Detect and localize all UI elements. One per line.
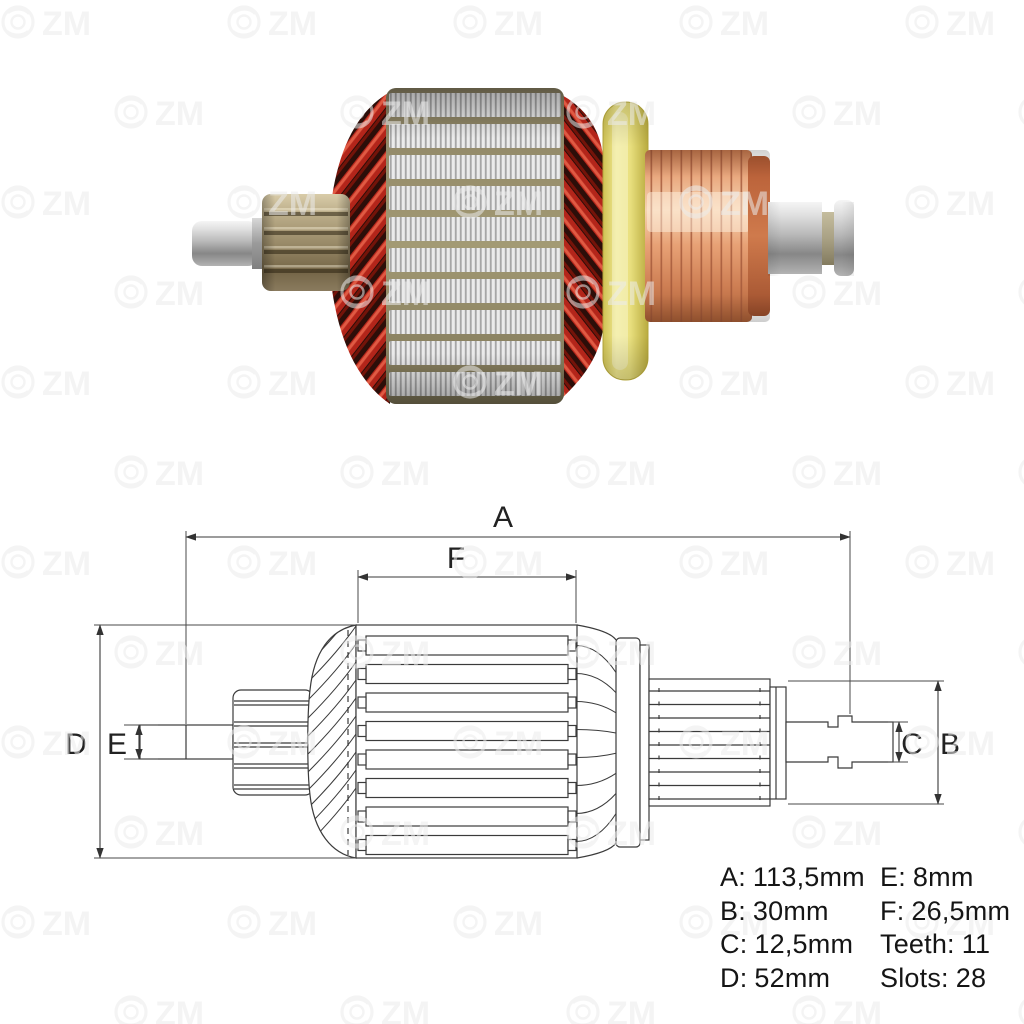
armature-photo — [192, 88, 854, 404]
spec-row-f: F:26,5mm — [880, 895, 1010, 929]
spec-label: E: — [880, 862, 906, 892]
spec-value: 52mm — [754, 962, 831, 993]
spec-value: 30mm — [752, 895, 829, 926]
spec-table: A:113,5mm B:30mm C:12,5mm D:52mm E:8mm F… — [720, 861, 1010, 995]
spec-col-right: E:8mm F:26,5mm Teeth:11 Slots:28 — [880, 861, 1010, 995]
spec-label: Slots: — [880, 962, 949, 993]
dimension-f: F — [357, 542, 577, 623]
spec-value: 11 — [961, 929, 991, 959]
dim-label-e: E — [107, 728, 127, 761]
insulator-ring-photo — [602, 101, 649, 381]
drawing-flange — [615, 637, 650, 848]
drawing-left-winding — [307, 624, 357, 859]
spec-label: Teeth: — [880, 929, 955, 959]
spec-value: 28 — [955, 962, 987, 993]
drawing-right-winding — [575, 624, 617, 859]
drawing-right-shaft — [785, 715, 894, 769]
dim-label-d: D — [65, 728, 87, 761]
spec-row-slots: Slots:28 — [880, 962, 1010, 996]
spec-row-e: E:8mm — [880, 861, 1010, 895]
spec-label: F: — [880, 895, 905, 926]
drawing-commutator — [648, 678, 787, 807]
dim-label-f: F — [447, 542, 465, 575]
dim-label-a: A — [493, 501, 513, 534]
left-shaft-photo — [192, 218, 266, 269]
spec-label: A: — [720, 862, 746, 892]
spec-value: 12,5mm — [754, 929, 854, 959]
spec-label: D: — [720, 962, 748, 993]
right-winding-photo — [560, 94, 604, 400]
spec-row-d: D:52mm — [720, 962, 880, 996]
spec-value: 113,5mm — [752, 862, 865, 892]
pinion-gear-photo — [262, 194, 350, 291]
right-shaft-photo — [768, 200, 854, 276]
spec-value: 8mm — [912, 862, 974, 892]
spec-label: C: — [720, 929, 748, 959]
commutator-photo — [645, 150, 770, 322]
dim-label-c: C — [901, 728, 923, 761]
spec-row-a: A:113,5mm — [720, 861, 880, 895]
spec-label: B: — [720, 895, 746, 926]
spec-row-b: B:30mm — [720, 895, 880, 929]
spec-col-left: A:113,5mm B:30mm C:12,5mm D:52mm — [720, 861, 880, 995]
drawing-pinion — [232, 689, 314, 796]
technical-diagram: A F D E B — [65, 501, 960, 859]
dim-label-b: B — [940, 728, 960, 761]
spec-value: 26,5mm — [911, 895, 1011, 926]
core-photo — [386, 88, 564, 404]
drawing-core — [355, 624, 578, 859]
spec-row-c: C:12,5mm — [720, 928, 880, 962]
spec-row-teeth: Teeth:11 — [880, 928, 1010, 962]
